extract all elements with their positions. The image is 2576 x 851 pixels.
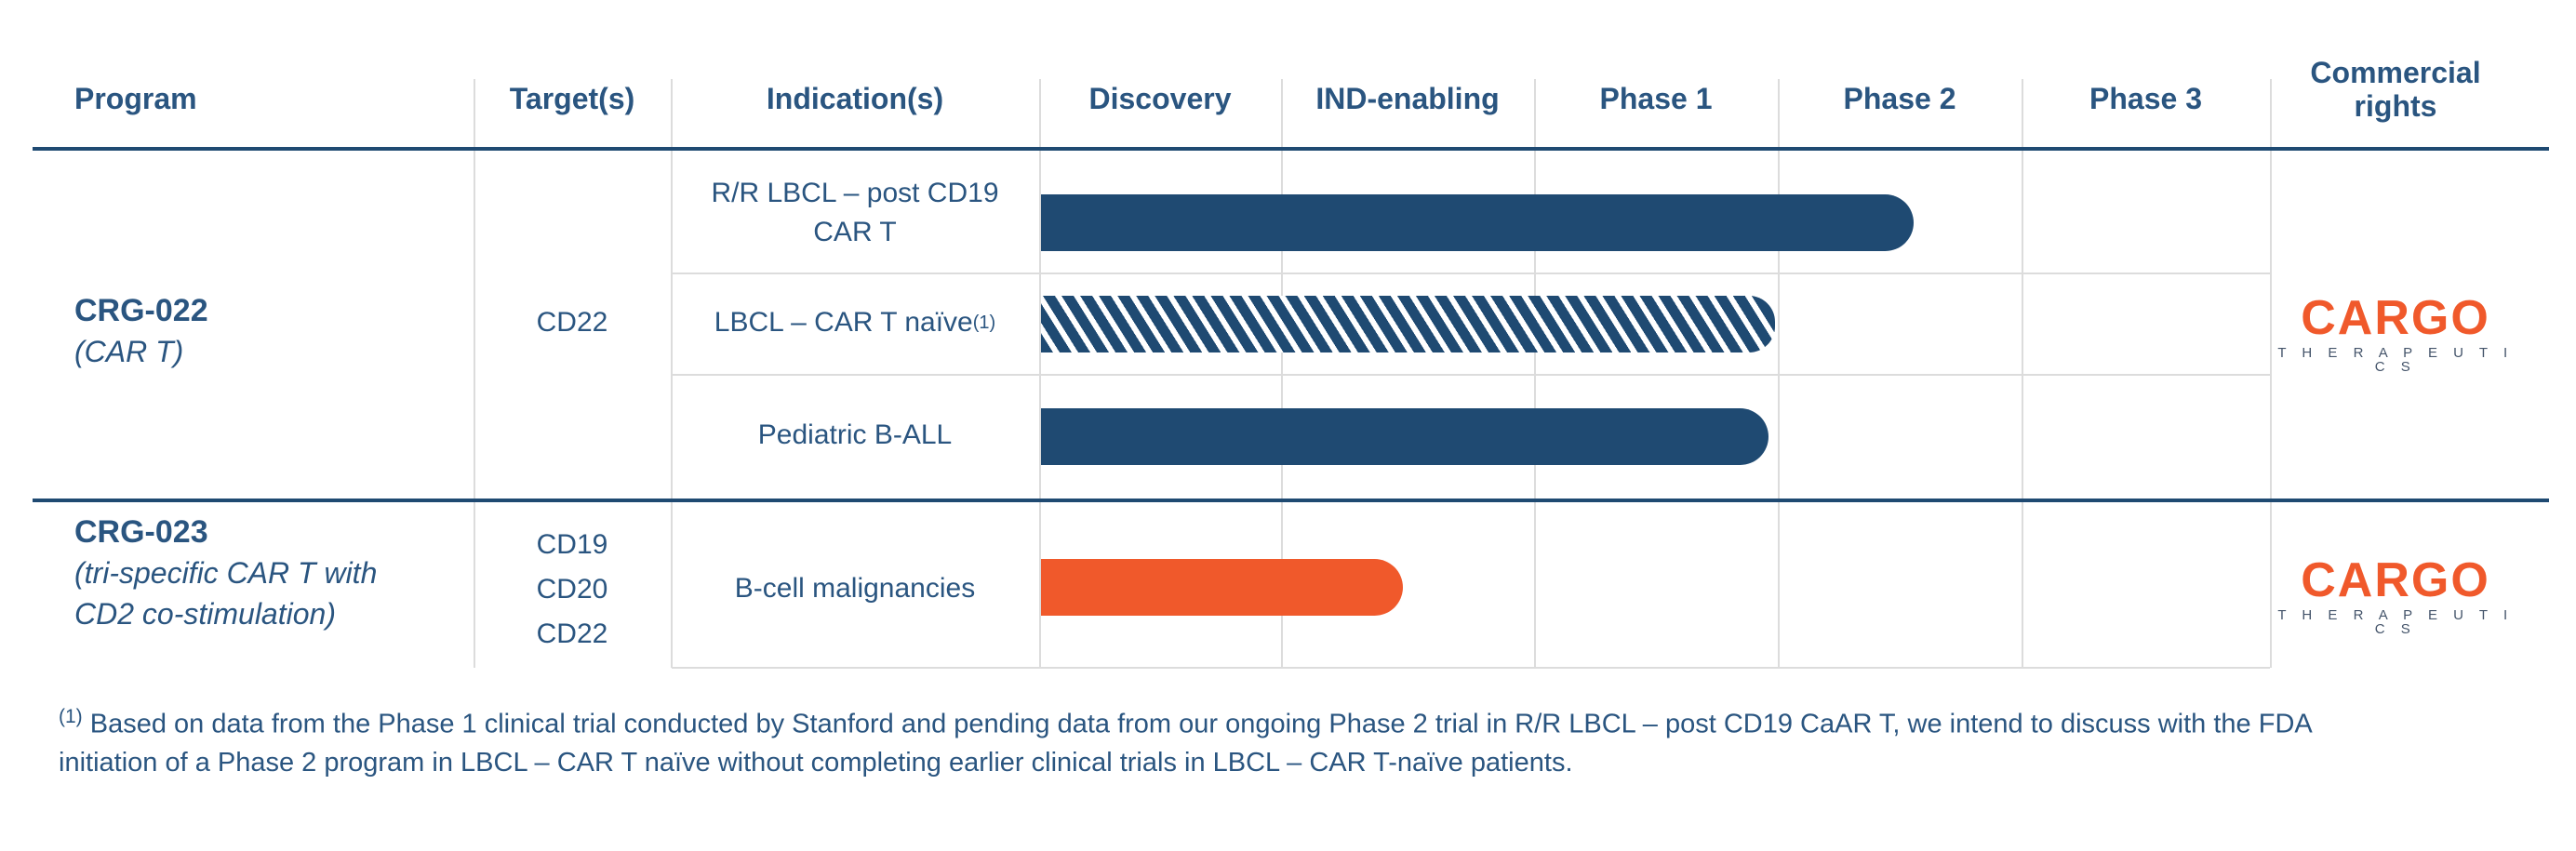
indication-lbcl-cart-naive: LBCL – CAR T naïve(1) [671, 303, 1039, 342]
column-divider [671, 79, 673, 668]
cargo-therapeutics-logo: CARGO T H E R A P E U T I C S [2270, 294, 2521, 374]
target-cd20: CD20 [536, 574, 608, 605]
targets-crg-023: CD19 CD20 CD22 [474, 523, 671, 657]
column-header-phase-3: Phase 3 [2089, 82, 2202, 116]
indication-pediatric-b-all: Pediatric B-ALL [757, 419, 953, 450]
footnote-reference: (1) [972, 312, 996, 333]
column-divider [2270, 79, 2272, 668]
column-header-program: Program [74, 82, 197, 116]
indication-line: R/R LBCL – post CD19 [711, 178, 999, 208]
indication-text: LBCL – CAR T naïve [714, 307, 973, 338]
program-descriptor: (CAR T) [74, 335, 184, 368]
program-name: CRG-023 [74, 514, 208, 550]
cargo-logo-subtext: T H E R A P E U T I C S [2277, 607, 2514, 637]
program-name: CRG-022 [74, 293, 208, 328]
column-header-indications: Indication(s) [766, 82, 944, 116]
program-descriptor: (tri-specific CAR T with [74, 556, 378, 590]
footnote-line-2: initiation of a Phase 2 program in LBCL … [59, 747, 1573, 778]
column-divider [2022, 79, 2023, 668]
program-crg-023: CRG-023 (tri-specific CAR T with CD2 co-… [74, 512, 377, 634]
section-divider [33, 499, 2549, 502]
row-divider [672, 374, 2270, 376]
cargo-therapeutics-logo: CARGO T H E R A P E U T I C S [2270, 556, 2521, 636]
column-header-discovery: Discovery [1088, 82, 1232, 116]
column-header-targets: Target(s) [509, 82, 635, 116]
footnote-marker: (1) [59, 706, 83, 727]
column-header-ind-enabling: IND-enabling [1315, 82, 1500, 116]
table-bottom-border [672, 667, 2270, 669]
pipeline-bar-pediatric-b-all [1041, 408, 1768, 465]
pipeline-bar-rr-lbcl [1041, 194, 1915, 251]
column-divider [1778, 79, 1780, 668]
program-descriptor: CD2 co-stimulation) [74, 597, 336, 631]
target-cd22: CD22 [536, 618, 608, 649]
column-divider [1534, 79, 1536, 668]
target-cd19: CD19 [536, 529, 608, 560]
column-header-phase-1: Phase 1 [1599, 82, 1713, 116]
pipeline-bar-b-cell-malignancies [1041, 559, 1404, 616]
column-header-commercial-rights: Commercial rights [2310, 56, 2481, 123]
footnote: (1) Based on data from the Phase 1 clini… [59, 698, 2519, 782]
header-underline [33, 147, 2549, 151]
target-cd22: CD22 [536, 307, 608, 338]
cargo-logo-wordmark: CARGO [2301, 553, 2490, 607]
column-header-phase-2: Phase 2 [1843, 82, 1956, 116]
pipeline-bar-lbcl-naive-hatched [1041, 296, 1776, 352]
column-divider [1039, 79, 1041, 668]
program-crg-022: CRG-022 (CAR T) [74, 290, 208, 372]
cargo-logo-subtext: T H E R A P E U T I C S [2277, 345, 2514, 375]
column-divider [1281, 79, 1283, 668]
column-divider [474, 79, 475, 668]
indication-rr-lbcl-post-cd19-cart: R/R LBCL – post CD19 CAR T [671, 174, 1039, 252]
row-divider [672, 273, 2270, 274]
footnote-line-1: Based on data from the Phase 1 clinical … [89, 709, 2313, 739]
indication-b-cell-malignancies: B-cell malignancies [734, 573, 976, 604]
indication-line: CAR T [813, 217, 897, 247]
cargo-logo-wordmark: CARGO [2301, 291, 2490, 345]
